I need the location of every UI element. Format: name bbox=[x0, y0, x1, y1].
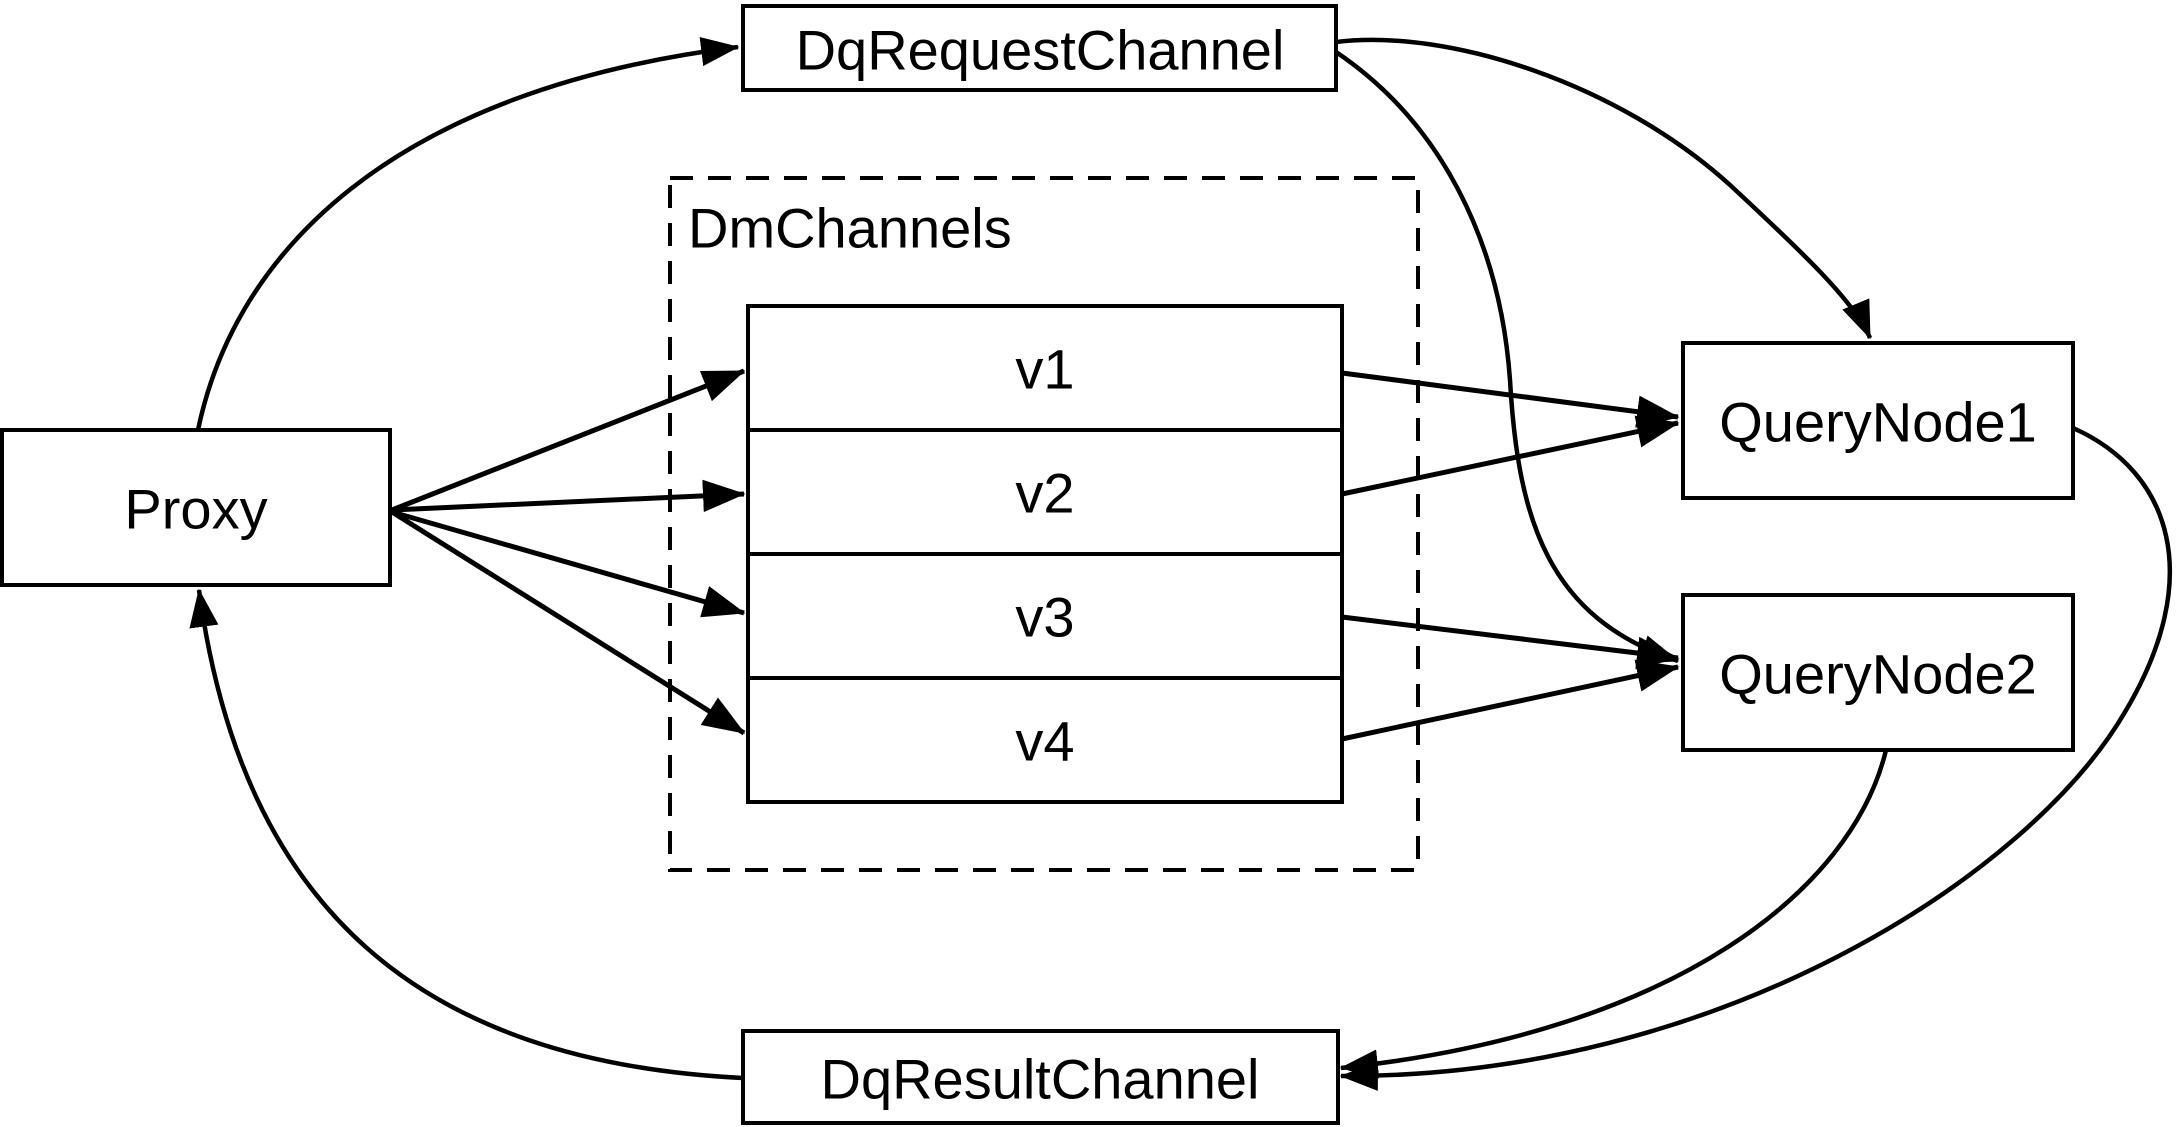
node-dq-result-channel: DqResultChannel bbox=[741, 1029, 1340, 1125]
dq-result-channel-label: DqResultChannel bbox=[821, 1048, 1260, 1111]
channel-row-v3-label: v3 bbox=[1015, 586, 1074, 649]
edge-proxy-to-v4 bbox=[390, 509, 746, 736]
node-dq-request-channel: DqRequestChannel bbox=[741, 4, 1338, 92]
proxy-label: Proxy bbox=[124, 478, 267, 541]
edge-v3-to-querynode2 bbox=[1341, 614, 1680, 670]
edge-proxy-to-dqrequestchannel bbox=[195, 37, 740, 431]
node-proxy: Proxy bbox=[0, 428, 392, 587]
edge-proxy-to-v1 bbox=[391, 368, 746, 513]
edges bbox=[189, 37, 2173, 1091]
node-query-node-1: QueryNode1 bbox=[1681, 341, 2075, 500]
dm-channels-group: DmChannels v1 v2 v3 v4 bbox=[668, 176, 1420, 872]
channel-row-v1-label: v1 bbox=[1015, 338, 1074, 401]
channel-row-v2-label: v2 bbox=[1015, 462, 1074, 525]
dq-result-channel-box bbox=[741, 1029, 1340, 1125]
node-query-node-2: QueryNode2 bbox=[1681, 593, 2075, 752]
dq-request-channel-label: DqRequestChannel bbox=[796, 19, 1285, 82]
channel-table: v1 v2 v3 v4 bbox=[746, 304, 1344, 804]
proxy-box bbox=[0, 428, 392, 587]
edge-dqresultchannel-to-proxy bbox=[189, 588, 744, 1081]
dm-channels-label: DmChannels bbox=[688, 197, 1012, 260]
query-node-1-label: QueryNode1 bbox=[1719, 391, 2037, 454]
edge-proxy-to-v3 bbox=[391, 509, 746, 618]
query-node-2-box bbox=[1681, 593, 2075, 752]
dq-request-channel-box bbox=[741, 4, 1338, 92]
edge-querynode1-to-dqresultchannel bbox=[1339, 425, 2173, 1091]
edge-querynode2-to-dqresultchannel bbox=[1339, 749, 1889, 1079]
edge-v1-to-querynode1 bbox=[1341, 370, 1680, 428]
query-node-2-label: QueryNode2 bbox=[1719, 643, 2037, 706]
edge-v4-to-querynode2 bbox=[1341, 659, 1680, 742]
edge-proxy-to-v2 bbox=[391, 479, 746, 513]
query-node-1-box bbox=[1681, 341, 2075, 500]
edge-dqrequestchannel-to-querynode2 bbox=[1334, 50, 1680, 664]
channel-row-v4-label: v4 bbox=[1015, 710, 1074, 773]
edge-dqrequestchannel-to-querynode1 bbox=[1335, 37, 1873, 340]
edge-v2-to-querynode1 bbox=[1341, 415, 1680, 497]
